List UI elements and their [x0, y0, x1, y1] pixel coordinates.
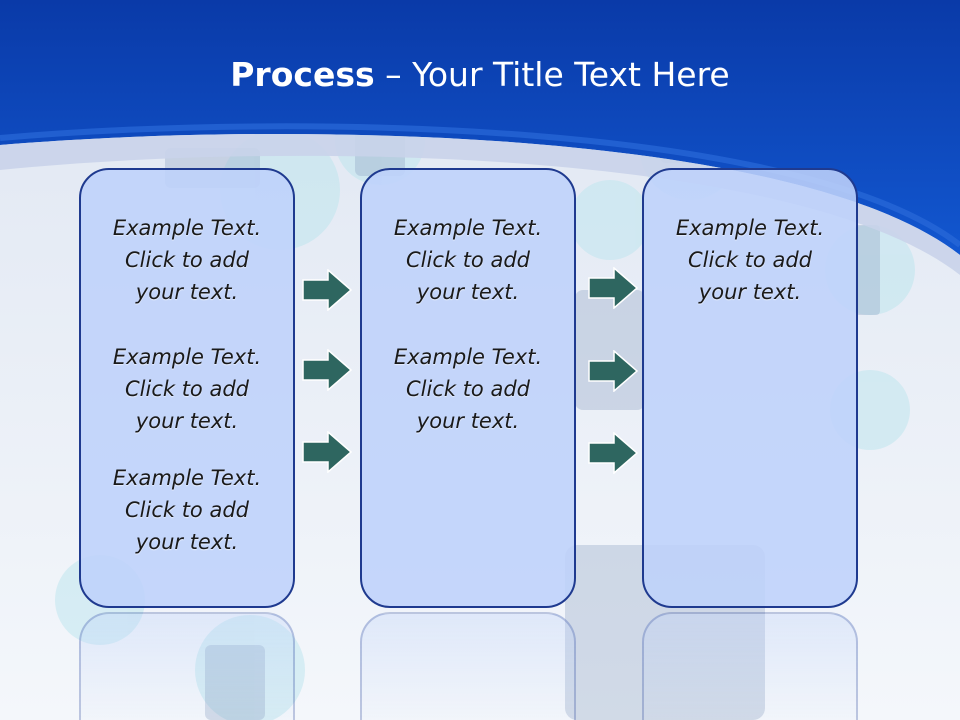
text-line: Example Text.: [393, 216, 543, 240]
text-paragraph[interactable]: Example Text. Click to add your text.: [362, 341, 574, 437]
text-line: Example Text.: [393, 345, 543, 369]
text-line: Click to add: [124, 248, 249, 272]
right-arrow-icon[interactable]: [302, 269, 352, 311]
title-bold-text: Process: [230, 55, 375, 94]
right-arrow-icon[interactable]: [588, 267, 638, 309]
process-box-1[interactable]: Example Text. Click to add your text. Ex…: [79, 168, 295, 608]
process-box-3[interactable]: Example Text. Click to add your text.: [642, 168, 858, 608]
box-reflection: [360, 612, 576, 720]
text-line: your text.: [135, 530, 239, 554]
box-1-text: Example Text. Click to add your text. Ex…: [81, 212, 293, 591]
text-line: your text.: [416, 280, 520, 304]
text-line: your text.: [135, 409, 239, 433]
header-band: [0, 0, 960, 255]
right-arrow-icon[interactable]: [302, 349, 352, 391]
title-rest-text: – Your Title Text Here: [374, 55, 730, 94]
text-paragraph[interactable]: Example Text. Click to add your text.: [362, 212, 574, 308]
slide-title[interactable]: Process – Your Title Text Here: [0, 52, 960, 98]
text-paragraph[interactable]: Example Text. Click to add your text.: [81, 212, 293, 308]
text-line: Click to add: [405, 377, 530, 401]
text-line: Click to add: [124, 498, 249, 522]
text-paragraph[interactable]: Example Text. Click to add your text.: [81, 462, 293, 558]
text-line: Example Text.: [112, 216, 262, 240]
text-line: your text.: [135, 280, 239, 304]
box-reflection: [642, 612, 858, 720]
text-line: Click to add: [687, 248, 812, 272]
text-paragraph[interactable]: Example Text. Click to add your text.: [81, 341, 293, 437]
text-paragraph[interactable]: Example Text. Click to add your text.: [644, 212, 856, 308]
box-reflection: [79, 612, 295, 720]
process-box-2[interactable]: Example Text. Click to add your text. Ex…: [360, 168, 576, 608]
text-line: your text.: [698, 280, 802, 304]
text-line: your text.: [416, 409, 520, 433]
text-line: Example Text.: [675, 216, 825, 240]
right-arrow-icon[interactable]: [588, 432, 638, 474]
text-line: Click to add: [405, 248, 530, 272]
box-2-text: Example Text. Click to add your text. Ex…: [362, 212, 574, 470]
right-arrow-icon[interactable]: [302, 431, 352, 473]
right-arrow-icon[interactable]: [588, 350, 638, 392]
text-line: Example Text.: [112, 466, 262, 490]
box-3-text: Example Text. Click to add your text.: [644, 212, 856, 341]
text-line: Click to add: [124, 377, 249, 401]
text-line: Example Text.: [112, 345, 262, 369]
